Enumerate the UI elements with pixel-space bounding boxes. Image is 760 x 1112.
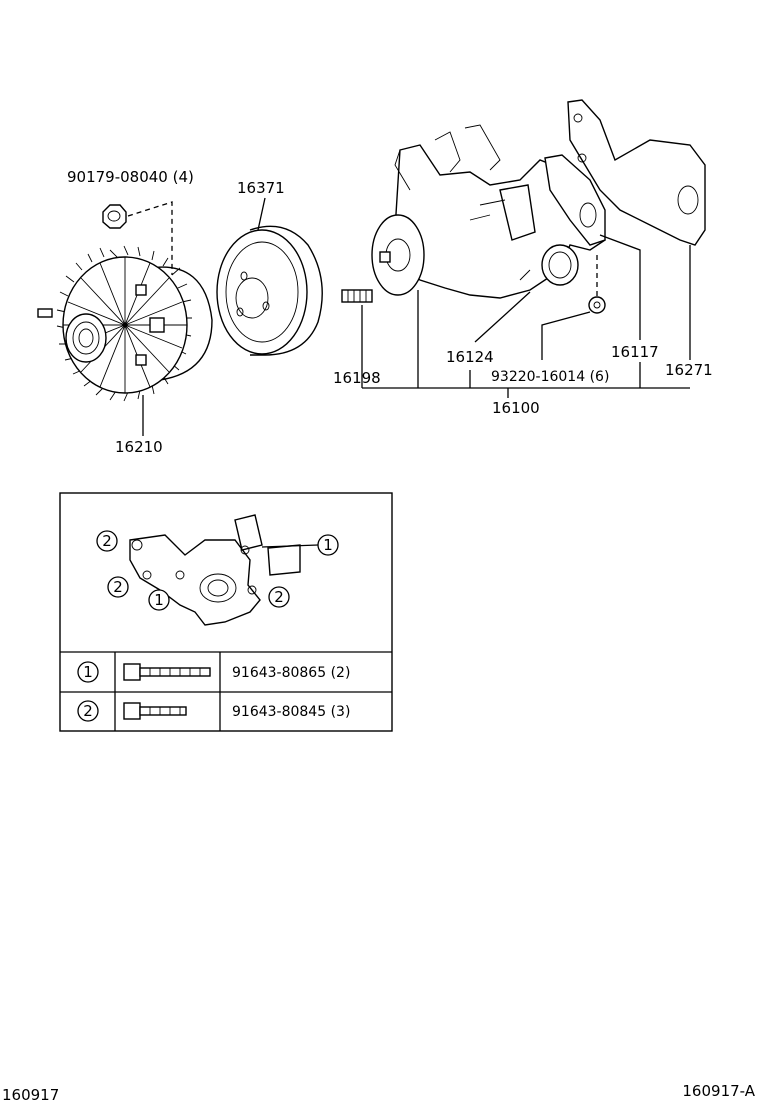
callout-2-b: 2: [107, 576, 129, 598]
label-fan-clutch: 16210: [115, 438, 163, 456]
gasket-16117-drawing: [544, 154, 641, 340]
plate-16271-drawing: [567, 99, 706, 360]
washer-drawing: [541, 255, 606, 360]
row-2-part: 91643-80845 (3): [232, 704, 350, 720]
pulley-drawing: [216, 197, 323, 356]
footer-right-code: 160917-A: [682, 1082, 755, 1100]
callout-1-a-text: 1: [323, 536, 333, 554]
label-washer: 93220-16014 (6): [491, 369, 609, 385]
label-pulley: 16371: [237, 179, 285, 197]
row-1-part: 91643-80865 (2): [232, 665, 350, 681]
callout-2-a: 2: [96, 530, 118, 552]
nut-drawing: [102, 201, 173, 275]
label-plate-16271: 16271: [665, 361, 713, 379]
callout-1-a: 1: [317, 534, 339, 556]
long-bolt-icon: [123, 663, 211, 681]
label-nut: 90179-08040 (4): [67, 168, 194, 186]
table-row: 1 91643-80865 (2): [77, 661, 350, 683]
table-row: 2 91643-80845 (3): [77, 700, 350, 722]
callout-1-b: 1: [148, 589, 170, 611]
row-1-marker: 1: [83, 663, 93, 681]
bolt-inset: 2 1 2 1 2 1 91643-80865 (2): [59, 492, 393, 732]
assembly-bracket: [362, 290, 690, 398]
water-pump-drawing: [371, 124, 606, 343]
row-2-marker: 2: [83, 702, 93, 720]
label-gasket-16117: 16117: [611, 343, 659, 361]
stud-drawing: [341, 289, 373, 388]
fan-clutch-drawing: [37, 245, 213, 436]
callout-2-b-text: 2: [113, 578, 123, 596]
callout-1-b-text: 1: [154, 591, 164, 609]
callout-2-c: 2: [268, 586, 290, 608]
label-assembly: 16100: [492, 399, 540, 417]
label-pump: 16124: [446, 348, 494, 366]
callout-2-c-text: 2: [274, 588, 284, 606]
footer-left-code: 160917: [2, 1086, 59, 1104]
callout-2-a-text: 2: [102, 532, 112, 550]
short-bolt-icon: [123, 702, 187, 720]
label-stud: 16198: [333, 369, 381, 387]
